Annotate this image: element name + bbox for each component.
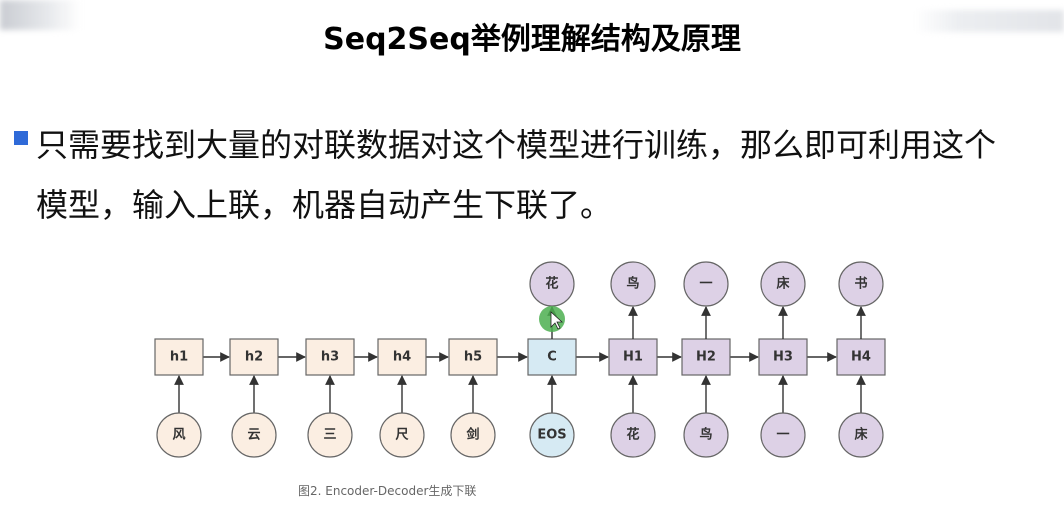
blurred-header-left: [0, 0, 80, 30]
output-node: [683, 261, 729, 307]
encoder-state-h2-label: h2: [245, 350, 263, 365]
decoder-input-node: [838, 412, 884, 458]
encoder-state-h2-box: [229, 338, 279, 376]
decoder-state-H4-label: H4: [851, 350, 871, 365]
slide-title: Seq2Seq举例理解结构及原理: [323, 22, 741, 57]
output-label: 书: [854, 276, 867, 292]
encoder-state-h1-box: [154, 338, 204, 376]
decoder-state-H4-box: [836, 338, 886, 376]
encoder-state-h4-label: h4: [393, 350, 411, 365]
encoder-input-node: [307, 412, 353, 458]
encoder-state-h3-label: h3: [321, 350, 339, 365]
context-vector-box: [527, 338, 577, 376]
figure-caption: 图2. Encoder-Decoder生成下联: [298, 484, 477, 498]
decoder-state-H2-label: H2: [696, 350, 716, 365]
decoder-state-H3-box: [758, 338, 808, 376]
encoder-state-h3-box: [305, 338, 355, 376]
encoder-input-node: [231, 412, 277, 458]
encoder-input-label: 三: [323, 428, 336, 443]
output-label: 鸟: [626, 276, 639, 292]
decoder-state-H3-label: H3: [773, 350, 793, 365]
output-label: 床: [776, 276, 790, 292]
encoder-input-label: 风: [172, 428, 185, 443]
eos-input-label: EOS: [537, 428, 566, 443]
eos-input-node: [529, 412, 575, 458]
decoder-state-H1-label: H1: [623, 350, 643, 365]
encoder-input-node: [156, 412, 202, 458]
encoder-input-node: [450, 412, 496, 458]
encoder-state-h4-box: [377, 338, 427, 376]
encoder-input-label: 剑: [465, 427, 479, 443]
encoder-input-node: [379, 412, 425, 458]
output-label: 花: [545, 276, 558, 292]
decoder-input-label: 鸟: [699, 427, 712, 443]
decoder-input-node: [610, 412, 656, 458]
output-node: [838, 261, 884, 307]
encoder-state-h1-label: h1: [170, 350, 188, 365]
output-node: [610, 261, 656, 307]
output-label: 一: [699, 277, 712, 292]
output-node: [760, 261, 806, 307]
decoder-input-label: 花: [626, 427, 639, 443]
bullet-text-line-2: 模型，输入上联，机器自动产生下联了。: [36, 186, 613, 224]
context-vector-label: C: [547, 350, 557, 365]
bullet-text-line-1: 只需要找到大量的对联数据对这个模型进行训练，那么即可利用这个: [36, 126, 997, 164]
decoder-input-node: [683, 412, 729, 458]
decoder-input-node: [760, 412, 806, 458]
encoder-state-h5-label: h5: [464, 350, 482, 365]
encoder-input-label: 云: [247, 428, 260, 443]
bullet-square-icon: [14, 131, 28, 145]
decoder-input-label: 床: [854, 427, 868, 443]
encoder-input-label: 尺: [395, 428, 408, 443]
blurred-header-right: [914, 10, 1064, 32]
decoder-state-H2-box: [681, 338, 731, 376]
mouse-cursor-icon: [550, 311, 564, 330]
encoder-state-h5-box: [448, 338, 498, 376]
decoder-input-label: 一: [776, 428, 789, 443]
decoder-state-H1-box: [608, 338, 658, 376]
